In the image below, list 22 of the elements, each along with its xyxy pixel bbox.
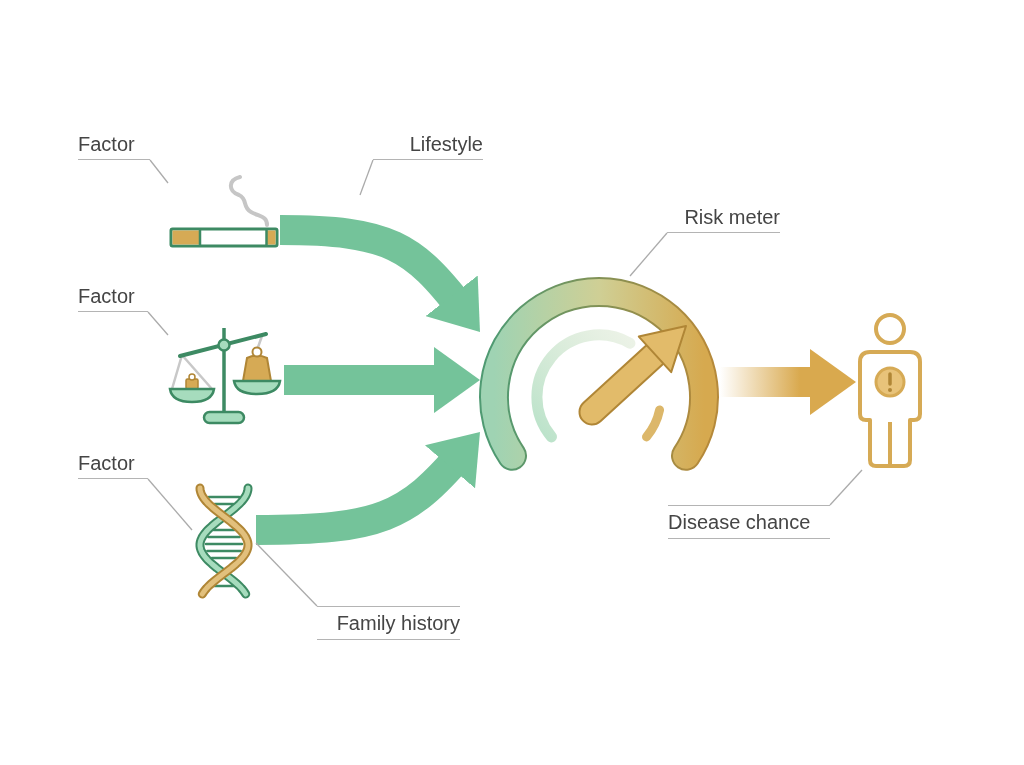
gauge-icon	[480, 276, 720, 472]
leader-line	[629, 232, 668, 277]
person-icon	[856, 312, 924, 470]
cigarette-icon	[168, 172, 280, 250]
callout-label: Lifestyle	[373, 132, 483, 160]
callout-label: Factor	[78, 132, 150, 160]
leader-line	[359, 159, 374, 196]
callout-label: Family history	[317, 606, 460, 640]
leader-line	[255, 542, 318, 607]
leader-line	[149, 159, 169, 184]
arrow	[255, 432, 481, 545]
callout-label: Factor	[78, 284, 148, 312]
arrow	[284, 347, 480, 414]
callout-label: Factor	[78, 451, 148, 479]
leader-line	[147, 478, 193, 531]
leader-line	[147, 311, 169, 336]
balance-scale-icon	[168, 326, 284, 426]
callout-label: Risk meter	[667, 205, 780, 233]
leader-line	[829, 469, 863, 506]
arrow	[720, 349, 856, 415]
arrow	[279, 215, 481, 332]
callout-label: Disease chance	[668, 505, 830, 539]
